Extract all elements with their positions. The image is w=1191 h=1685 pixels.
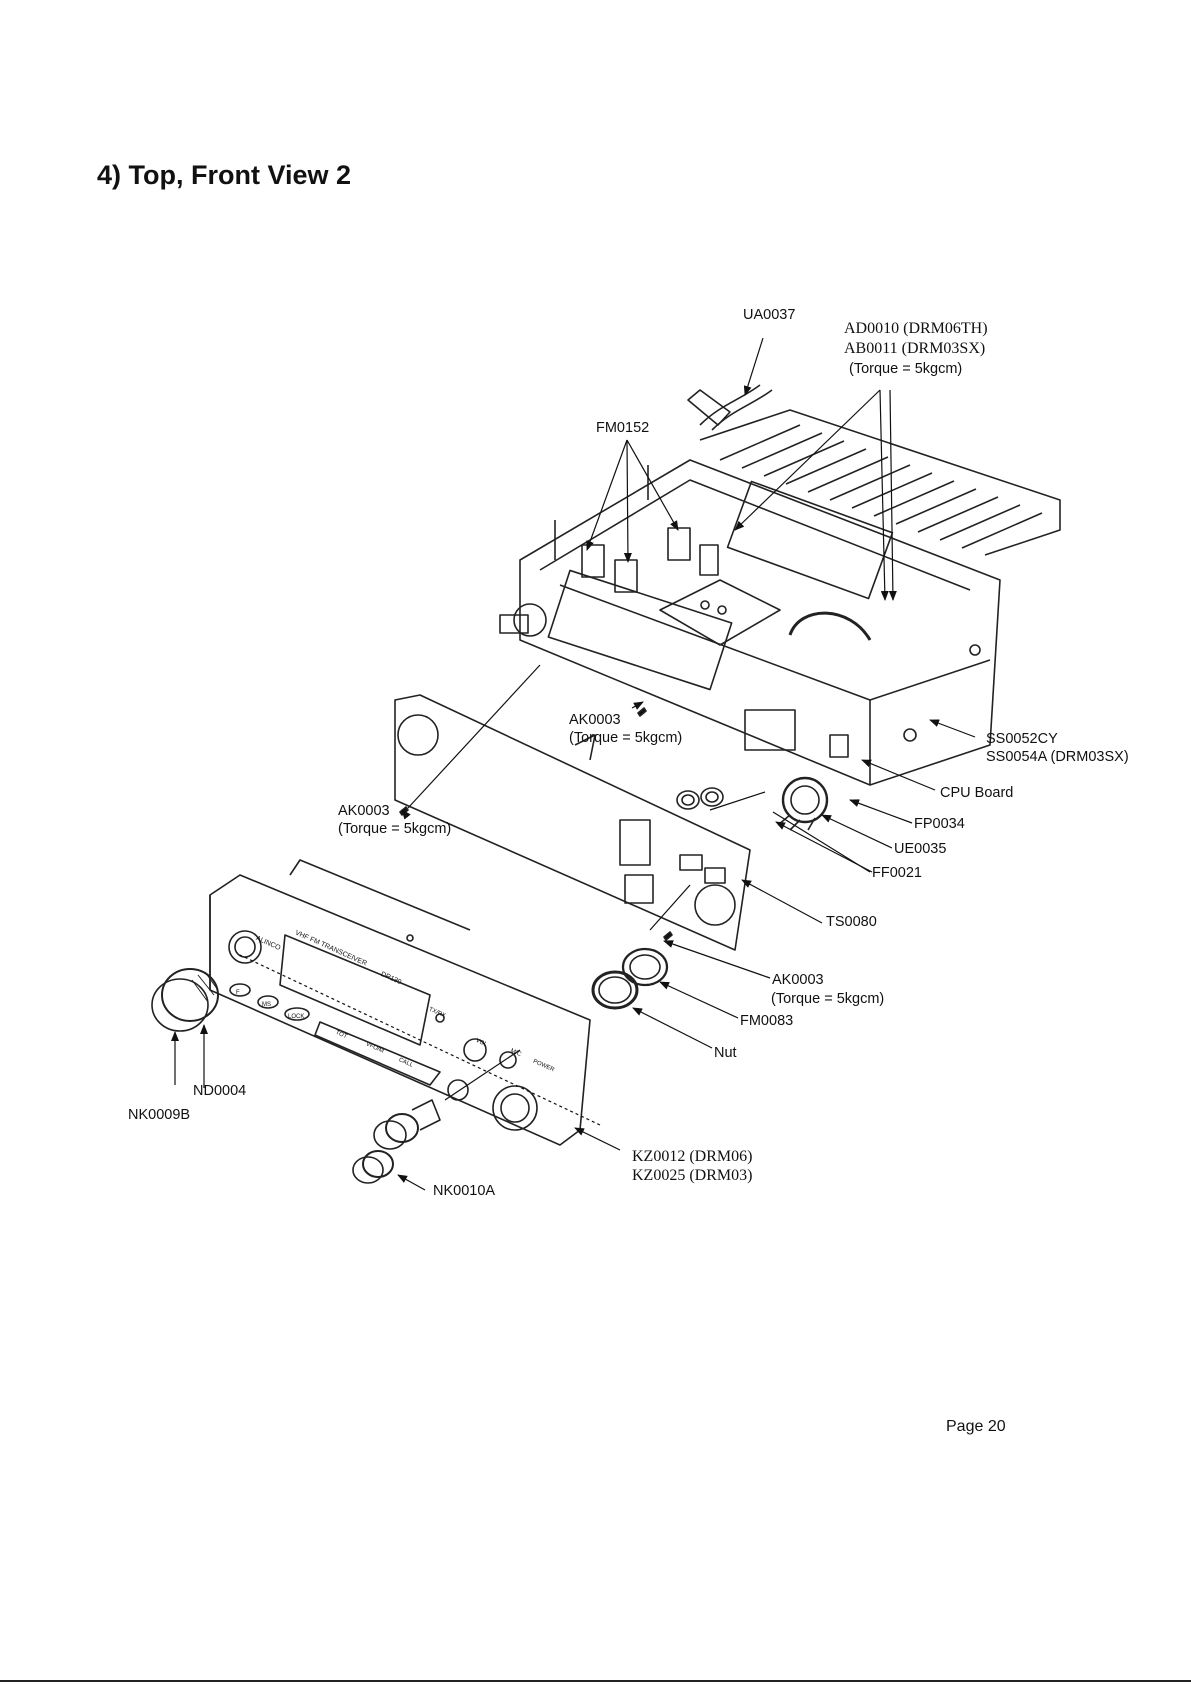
front-plate-drawing: [394, 694, 751, 951]
label-ak0003-mid: AK0003: [569, 712, 621, 728]
label-cpu-board: CPU Board: [940, 785, 1014, 801]
label-kz0025: KZ0025 (DRM03): [632, 1167, 753, 1184]
label-ue0035: UE0035: [894, 841, 947, 857]
label-ak0003-right: AK0003: [772, 972, 824, 988]
label-fm0083: FM0083: [740, 1013, 794, 1029]
label-fm0152: FM0152: [596, 420, 650, 436]
bottom-rule: [0, 1680, 1191, 1682]
label-ak0003-left: AK0003: [338, 803, 390, 819]
label-nd0004: ND0004: [193, 1083, 247, 1099]
label-nk0009b: NK0009B: [128, 1107, 191, 1123]
ring-and-nut-drawing: [591, 947, 669, 1010]
label-torque-top: (Torque = 5kgcm): [849, 361, 963, 377]
panel-btn-f: F: [236, 990, 240, 996]
label-torque-mid: (Torque = 5kgcm): [569, 730, 683, 746]
label-ss0052cy: SS0052CY: [986, 731, 1058, 747]
panel-btn-ms: MS: [262, 1002, 271, 1008]
page-number: Page 20: [946, 1418, 1006, 1435]
page-title: 4) Top, Front View 2: [97, 160, 352, 190]
label-ad0010: AD0010 (DRM06TH): [844, 320, 988, 337]
label-ss0054a: SS0054A (DRM03SX): [986, 749, 1129, 765]
label-fp0034: FP0034: [914, 816, 965, 832]
washers-drawing: [676, 787, 724, 810]
label-torque-left: (Torque = 5kgcm): [338, 821, 452, 837]
label-ab0011: AB0011 (DRM03SX): [844, 340, 986, 357]
heatsink-fins: [699, 409, 1061, 556]
mic-connector-drawing: [777, 776, 829, 831]
label-nk0010a: NK0010A: [433, 1183, 496, 1199]
label-torque-right: (Torque = 5kgcm): [771, 991, 885, 1007]
knobs-drawing: [151, 968, 441, 1184]
label-ua0037: UA0037: [743, 307, 796, 323]
leader-lines: [171, 337, 976, 1191]
label-ts0080: TS0080: [826, 914, 877, 930]
chassis-drawing: [499, 384, 1061, 786]
label-nut: Nut: [714, 1045, 737, 1061]
panel-btn-lock: LOCK: [288, 1014, 305, 1020]
label-kz0012: KZ0012 (DRM06): [632, 1148, 753, 1165]
label-ff0021: FF0021: [872, 865, 922, 881]
